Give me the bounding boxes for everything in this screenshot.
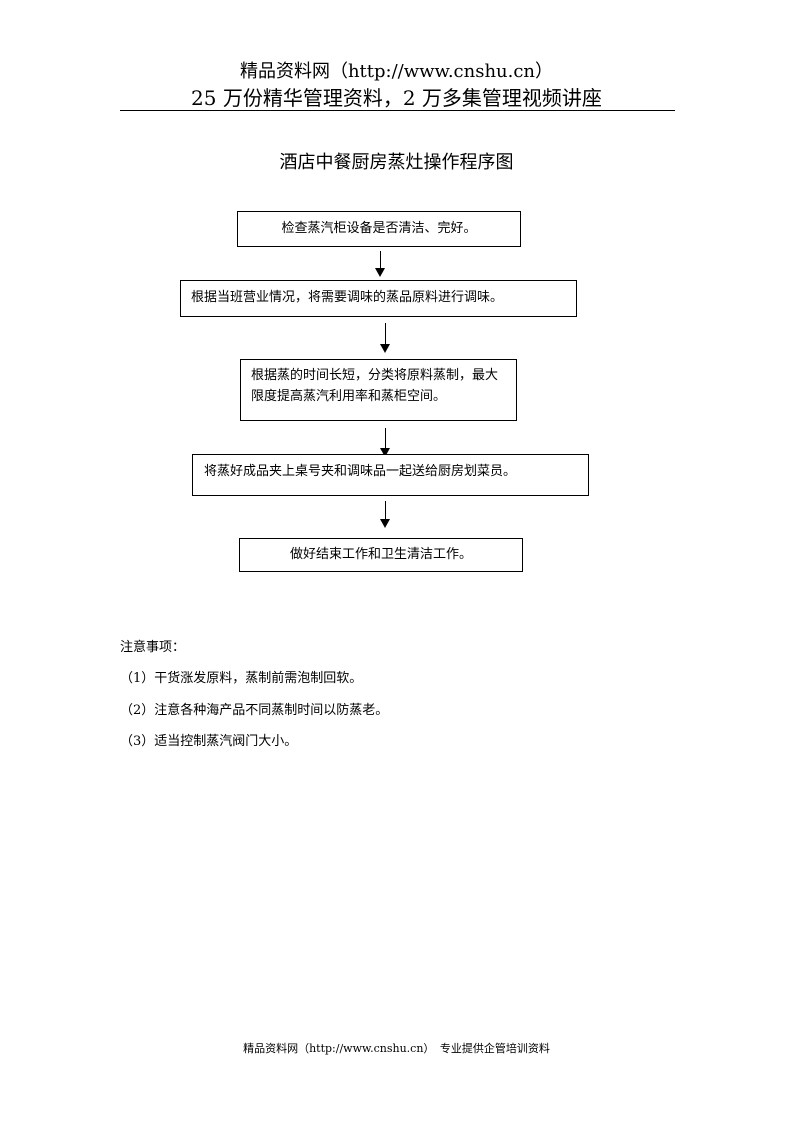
flow-arrow-2: [379, 323, 391, 353]
header-divider: [120, 110, 675, 111]
header-site-name: 精品资料网（http://www.cnshu.cn）: [239, 61, 554, 82]
note-item: （2）注意各种海产品不同蒸制时间以防蒸老。: [120, 703, 389, 718]
flow-step-2: 根据当班营业情况，将需要调味的蒸品原料进行调味。: [180, 280, 577, 317]
flow-arrow-3: [379, 428, 391, 457]
note-item: （1）干货涨发原料，蒸制前需泡制回软。: [120, 671, 363, 686]
header-tagline: 25 万份精华管理资料，2 万多集管理视频讲座: [191, 86, 602, 110]
flow-arrow-4: [379, 501, 391, 528]
note-item: （3）适当控制蒸汽阀门大小。: [120, 734, 298, 749]
flow-step-5: 做好结束工作和卫生清洁工作。: [239, 538, 523, 572]
notes-heading: 注意事项：: [120, 640, 186, 655]
page-footer: 精品资料网（http://www.cnshu.cn） 专业提供企管培训资料: [243, 1042, 550, 1055]
flow-step-1: 检查蒸汽柜设备是否清洁、完好。: [237, 211, 521, 247]
document-title: 酒店中餐厨房蒸灶操作程序图: [279, 152, 514, 173]
flow-arrow-1: [374, 251, 386, 277]
flow-step-3: 根据蒸的时间长短，分类将原料蒸制，最大限度提高蒸汽利用率和蒸柜空间。: [240, 359, 517, 421]
flow-step-4: 将蒸好成品夹上桌号夹和调味品一起送给厨房划菜员。: [192, 454, 589, 496]
